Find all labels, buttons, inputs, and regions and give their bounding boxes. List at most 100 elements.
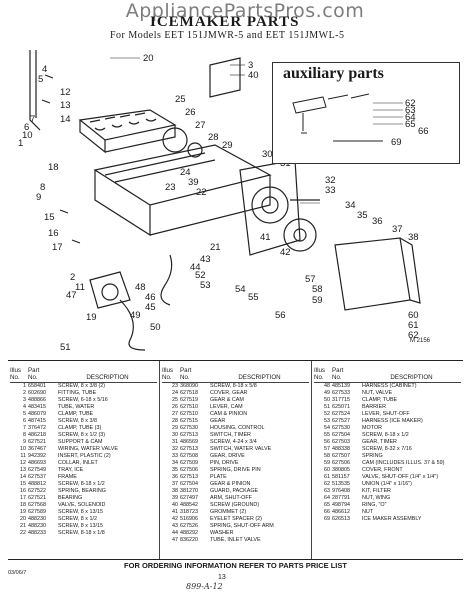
illus-no: 9 [23,439,26,445]
description: COVER, GEAR [210,390,248,396]
illus-no: 40 [172,502,178,508]
page-number: 13 [218,574,226,581]
callout-59: 59 [312,295,323,306]
auxiliary-parts-title: auxiliary parts [283,65,384,82]
part-no: 627513 [180,432,198,438]
handwritten-note: 899-A-12 [186,582,223,591]
description: CAM & PINION [210,411,248,417]
part-no: 513535 [332,481,350,487]
illus-no: 62 [324,481,330,487]
auxiliary-parts-box: auxiliary parts 62 63 64 65 66 69 [272,62,460,164]
callout-32: 32 [325,175,336,186]
illus-no: 15 [20,481,26,487]
part-no: 488812 [28,481,46,487]
part-no: 488230 [28,516,46,522]
callout-3: 3 [248,60,253,71]
part-no: 516906 [180,516,198,522]
illus-no: 29 [172,425,178,431]
date-code: 03/06/7 [8,570,27,576]
part-no: 627506 [180,467,198,473]
part-no: 602690 [28,390,46,396]
part-no: 627503 [332,439,350,445]
part-no: 488292 [180,530,198,536]
callout-62: 62 [408,330,419,341]
aux-callout-64: 64 [405,112,416,123]
description: GEAR [210,418,226,424]
ice-tray-drawing [78,109,177,141]
part-no: 658401 [28,383,46,389]
illus-no: 52 [324,411,330,417]
description: SCREW, 8 x 3/8 [58,418,97,424]
part-no: 627521 [28,439,46,445]
front-cover-drawing [334,237,411,311]
callout-50: 50 [150,322,161,333]
part-no: 317715 [332,397,350,403]
illus-no: 13 [20,467,26,473]
description: VALVE, SHUT-OFF (1/4" x 1/4") [362,474,439,480]
part-no: 488230 [28,523,46,529]
description: HARNESS (ICE MAKER) [362,418,423,424]
part-no: 627504 [332,432,350,438]
callout-28: 28 [208,132,219,143]
callout-numbers: 20 3 40 4 5 12 13 14 7 6 10 1 25 26 27 2… [18,53,419,353]
part-no: 627521 [28,495,46,501]
part-no: 488866 [28,397,46,403]
part-no: 581157 [332,474,350,480]
part-no: 836220 [180,537,198,543]
illus-no: 11 [20,453,26,459]
illus-no: 42 [172,516,178,522]
description: SCREW, 8 x 1/2 (3) [58,432,106,438]
illus-no: 22 [20,530,26,536]
callout-45: 45 [145,302,156,313]
illus-no: 30 [172,432,178,438]
description: SPRING, DRIVE PIN [210,467,261,473]
part-no: 483415 [28,404,46,410]
callout-41: 41 [260,232,271,243]
aux-callout-69: 69 [391,137,402,148]
description: SWITCH, TIMER [210,432,251,438]
description: WASHER [210,530,234,536]
page-title: ICEMAKER PARTS [150,14,300,30]
callout-53: 53 [200,280,211,291]
description: SWITCH, WATER VALVE [210,446,272,452]
part-no: 627497 [180,495,198,501]
callout-19: 19 [86,312,97,323]
callout-15: 15 [44,212,55,223]
callout-60: 60 [408,310,419,321]
description: PLATE [210,474,227,480]
description: CAM (INCLUDES ILLUS. 37 & 59) [362,460,445,466]
illus-no: 10 [20,446,26,452]
callout-24: 24 [180,167,191,178]
callout-36: 36 [372,216,383,227]
callout-55: 55 [248,292,259,303]
part-no: 486693 [28,460,46,466]
description: SCREW, 4-24 x 3/4 [210,439,257,445]
description: LEVER, CAM [210,404,243,410]
callout-7: 7 [30,114,35,125]
illus-no: 27 [172,411,178,417]
part-no: 368090 [180,383,198,389]
part-no: 627504 [180,481,198,487]
part-no: 627513 [180,474,198,480]
